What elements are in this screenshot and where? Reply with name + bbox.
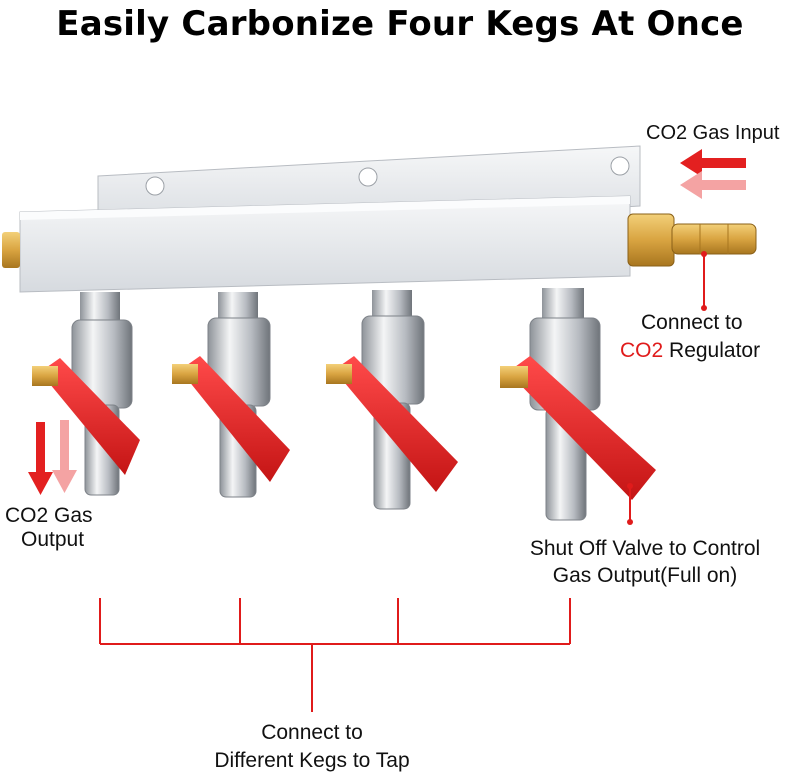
regulator-label-line1: Connect to <box>641 311 743 334</box>
shutoff-label-line2: Gas Output(Full on) <box>552 564 738 587</box>
valve-1 <box>32 292 140 496</box>
gas-input-arrows <box>680 149 746 199</box>
gas-output-label-line1: CO2 Gas <box>5 504 93 527</box>
left-brass-plug <box>2 232 20 268</box>
kegs-bracket <box>99 598 571 712</box>
front-manifold-bar <box>19 195 631 293</box>
shutoff-pointer <box>627 483 633 525</box>
shutoff-label-line1: Shut Off Valve to Control <box>529 537 761 560</box>
kegs-label-line1: Connect to <box>261 721 363 744</box>
brass-barb-fitting <box>627 213 757 267</box>
kegs-label-line2: Different Kegs to Tap <box>214 749 410 772</box>
valve-2 <box>172 292 290 498</box>
regulator-word: Regulator <box>669 339 761 362</box>
gas-input-label: CO2 Gas Input <box>646 122 780 144</box>
regulator-pointer <box>701 251 707 311</box>
gas-output-arrows <box>28 420 77 495</box>
co2-highlight: CO2 <box>620 339 664 362</box>
regulator-label-line2: CO2 Regulator <box>620 338 760 363</box>
valve-3 <box>326 290 458 510</box>
page-title: Easily Carbonize Four Kegs At Once <box>56 4 744 44</box>
valve-4 <box>500 288 656 521</box>
gas-output-label-line2: Output <box>21 528 85 551</box>
